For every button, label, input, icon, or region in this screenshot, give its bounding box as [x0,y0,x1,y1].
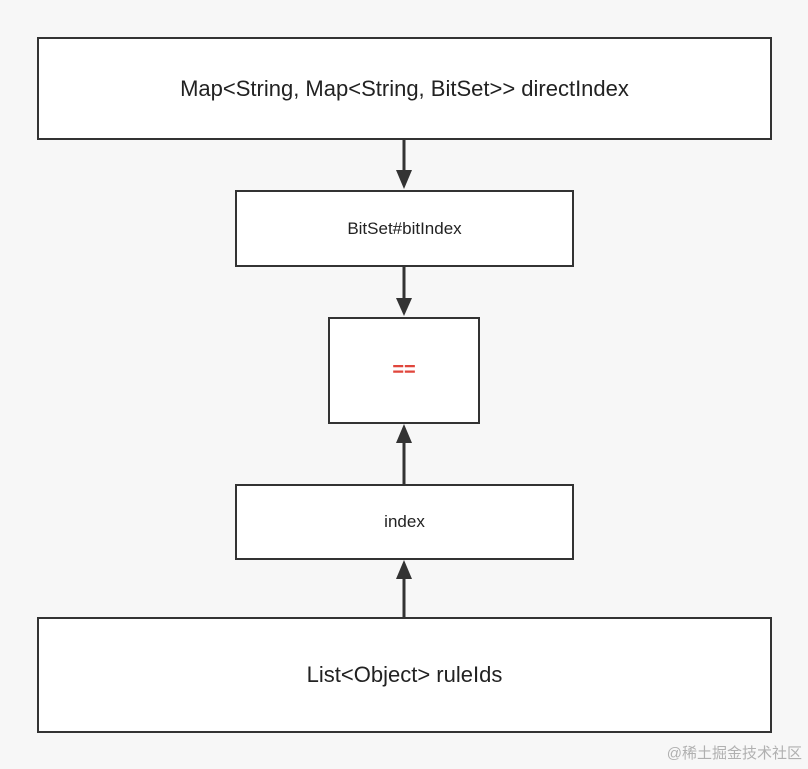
arrowhead-down-1 [396,170,412,189]
node-bit-index-label: BitSet#bitIndex [347,218,462,238]
node-equals: == [328,317,480,424]
arrowhead-up-2 [396,560,412,579]
node-direct-index-label: Map<String, Map<String, BitSet>> directI… [180,75,629,101]
arrowhead-up-1 [396,424,412,443]
node-equals-label: == [392,359,416,381]
node-bit-index: BitSet#bitIndex [235,190,574,267]
node-index: index [235,484,574,560]
node-rule-ids: List<Object> ruleIds [37,617,772,733]
node-rule-ids-label: List<Object> ruleIds [306,662,503,687]
node-index-label: index [384,512,425,531]
node-direct-index: Map<String, Map<String, BitSet>> directI… [37,37,772,140]
arrowhead-down-2 [396,298,412,316]
watermark: @稀土掘金技术社区 [666,745,802,762]
